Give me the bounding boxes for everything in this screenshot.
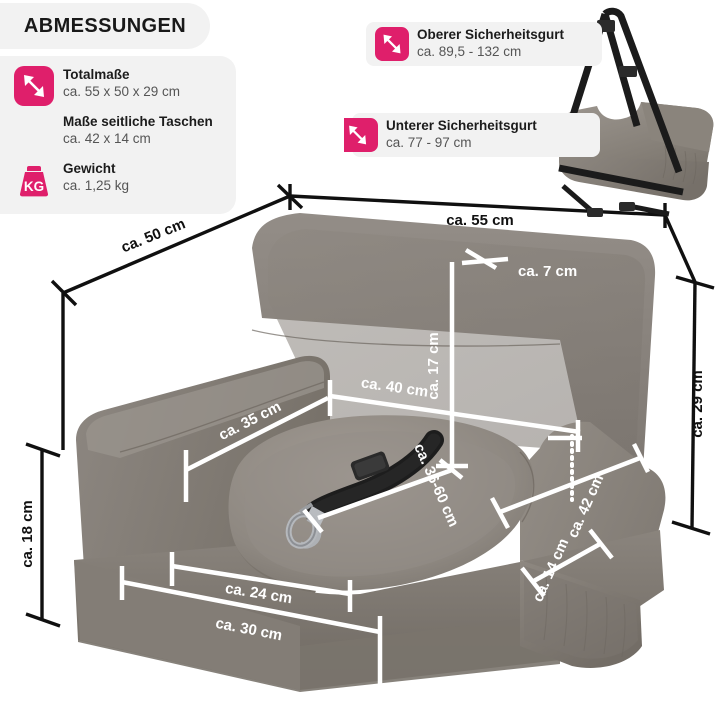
double-arrow-icon — [375, 27, 409, 61]
spec-title: Maße seitliche Taschen — [63, 114, 213, 129]
label-depth-top-left: ca. 50 cm — [119, 215, 188, 256]
label-height-right: ca. 29 cm — [689, 370, 706, 438]
label-width-top: ca. 55 cm — [446, 212, 514, 229]
double-arrow-icon — [14, 66, 54, 106]
product-body — [74, 213, 666, 692]
spec-row-weight: KG Gewicht ca. 1,25 kg — [14, 160, 224, 200]
callout-title: Unterer Sicherheitsgurt — [386, 118, 537, 134]
spec-value: ca. 1,25 kg — [63, 178, 130, 194]
label-backrest-top-thickness: ca. 7 cm — [518, 263, 577, 280]
seatbelt-strap — [285, 430, 444, 549]
callout-value: ca. 77 - 97 cm — [386, 134, 472, 150]
spec-title: Totalmaße — [63, 67, 130, 82]
spacer — [14, 113, 54, 153]
spec-title: Gewicht — [63, 161, 116, 176]
spec-row-total-dimensions: Totalmaße ca. 55 x 50 x 29 cm — [14, 66, 224, 106]
svg-text:KG: KG — [24, 179, 44, 194]
callout-lower-seatbelt: Unterer Sicherheitsgurt ca. 77 - 97 cm — [344, 113, 600, 157]
specs-card: Totalmaße ca. 55 x 50 x 29 cm Maße seitl… — [0, 56, 236, 214]
spec-row-side-pockets: Maße seitliche Taschen ca. 42 x 14 cm — [14, 113, 224, 153]
spec-value: ca. 55 x 50 x 29 cm — [63, 84, 181, 100]
callout-title: Oberer Sicherheitsgurt — [417, 27, 565, 43]
double-arrow-icon — [344, 118, 378, 152]
callout-value: ca. 89,5 - 132 cm — [417, 43, 522, 59]
page-title: ABMESSUNGEN — [23, 14, 187, 37]
callout-upper-seatbelt: Oberer Sicherheitsgurt ca. 89,5 - 132 cm — [366, 22, 602, 66]
weight-kg-icon: KG — [19, 166, 49, 197]
page-title-pill: ABMESSUNGEN — [0, 3, 210, 49]
spec-value: ca. 42 x 14 cm — [63, 131, 151, 147]
inner-dimension-lines — [119, 248, 651, 690]
label-backrest-height: ca. 17 cm — [425, 332, 442, 400]
label-height-left: ca. 18 cm — [19, 500, 36, 568]
